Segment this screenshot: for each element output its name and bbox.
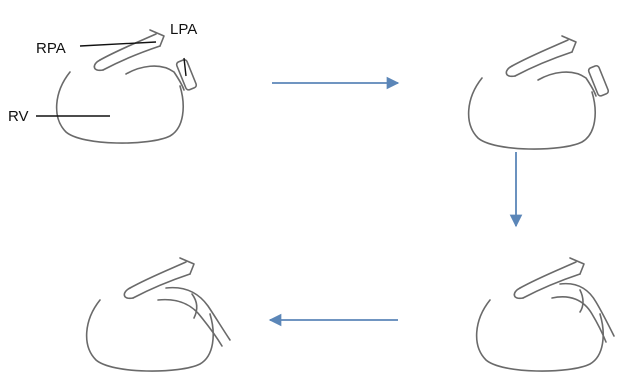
stage-3-outflow-lower bbox=[522, 273, 581, 299]
stage-3-outflow-upper bbox=[519, 261, 577, 289]
stage-2-rpa-branch bbox=[561, 35, 577, 53]
stage-3-rpa-branch bbox=[569, 257, 585, 275]
stage-2-outflow-upper bbox=[511, 39, 569, 67]
lpa-label: LPA bbox=[170, 21, 197, 38]
stage-2-lpa-vessel bbox=[587, 64, 610, 97]
stage-3-ventricle-outline bbox=[475, 299, 604, 372]
rpa-leader-line bbox=[79, 41, 157, 47]
stage-4-outflow-root bbox=[123, 287, 134, 300]
stage-4-outflow-lower bbox=[132, 273, 191, 299]
stage-4-lpa-tube-lower bbox=[157, 298, 223, 347]
stage-4-lpa-constriction bbox=[191, 293, 198, 319]
stage-1-ventricle-outline bbox=[55, 71, 184, 144]
stage-1-main-trunk bbox=[125, 65, 185, 91]
stage-4-heart-sketch bbox=[85, 257, 231, 372]
rv-label: RV bbox=[8, 108, 29, 125]
stage-4-rpa-branch bbox=[179, 257, 195, 275]
stage-1-rpa-branch bbox=[149, 29, 165, 47]
stage-1-outflow-root bbox=[93, 59, 104, 72]
stage-2-outflow-lower bbox=[514, 51, 573, 77]
stage-3-lpa-tube-lower bbox=[551, 296, 607, 343]
stage-1-lpa-vessel bbox=[175, 58, 198, 91]
stage-3-heart-sketch bbox=[475, 257, 615, 372]
stage-4-outflow-upper bbox=[129, 261, 187, 289]
stage-4-ventricle-outline bbox=[85, 299, 214, 372]
stage-1-outflow-upper bbox=[99, 33, 157, 61]
stage-2-heart-sketch bbox=[467, 35, 610, 150]
stage-2-outflow-root bbox=[505, 65, 516, 78]
lpa-leader-line bbox=[183, 57, 187, 77]
stage-1-outflow-lower bbox=[102, 45, 161, 71]
stage-2-main-trunk bbox=[537, 71, 597, 97]
stage-4-lpa-tube-upper bbox=[165, 286, 231, 341]
rpa-label: RPA bbox=[36, 40, 66, 57]
stage-3-lpa-constriction bbox=[579, 289, 584, 313]
stage-2-ventricle-outline bbox=[467, 77, 596, 150]
stage-3-lpa-tube-upper bbox=[559, 282, 615, 337]
stage-1-heart-sketch: RPA LPA RV bbox=[8, 21, 198, 144]
stage-3-outflow-root bbox=[513, 287, 524, 300]
